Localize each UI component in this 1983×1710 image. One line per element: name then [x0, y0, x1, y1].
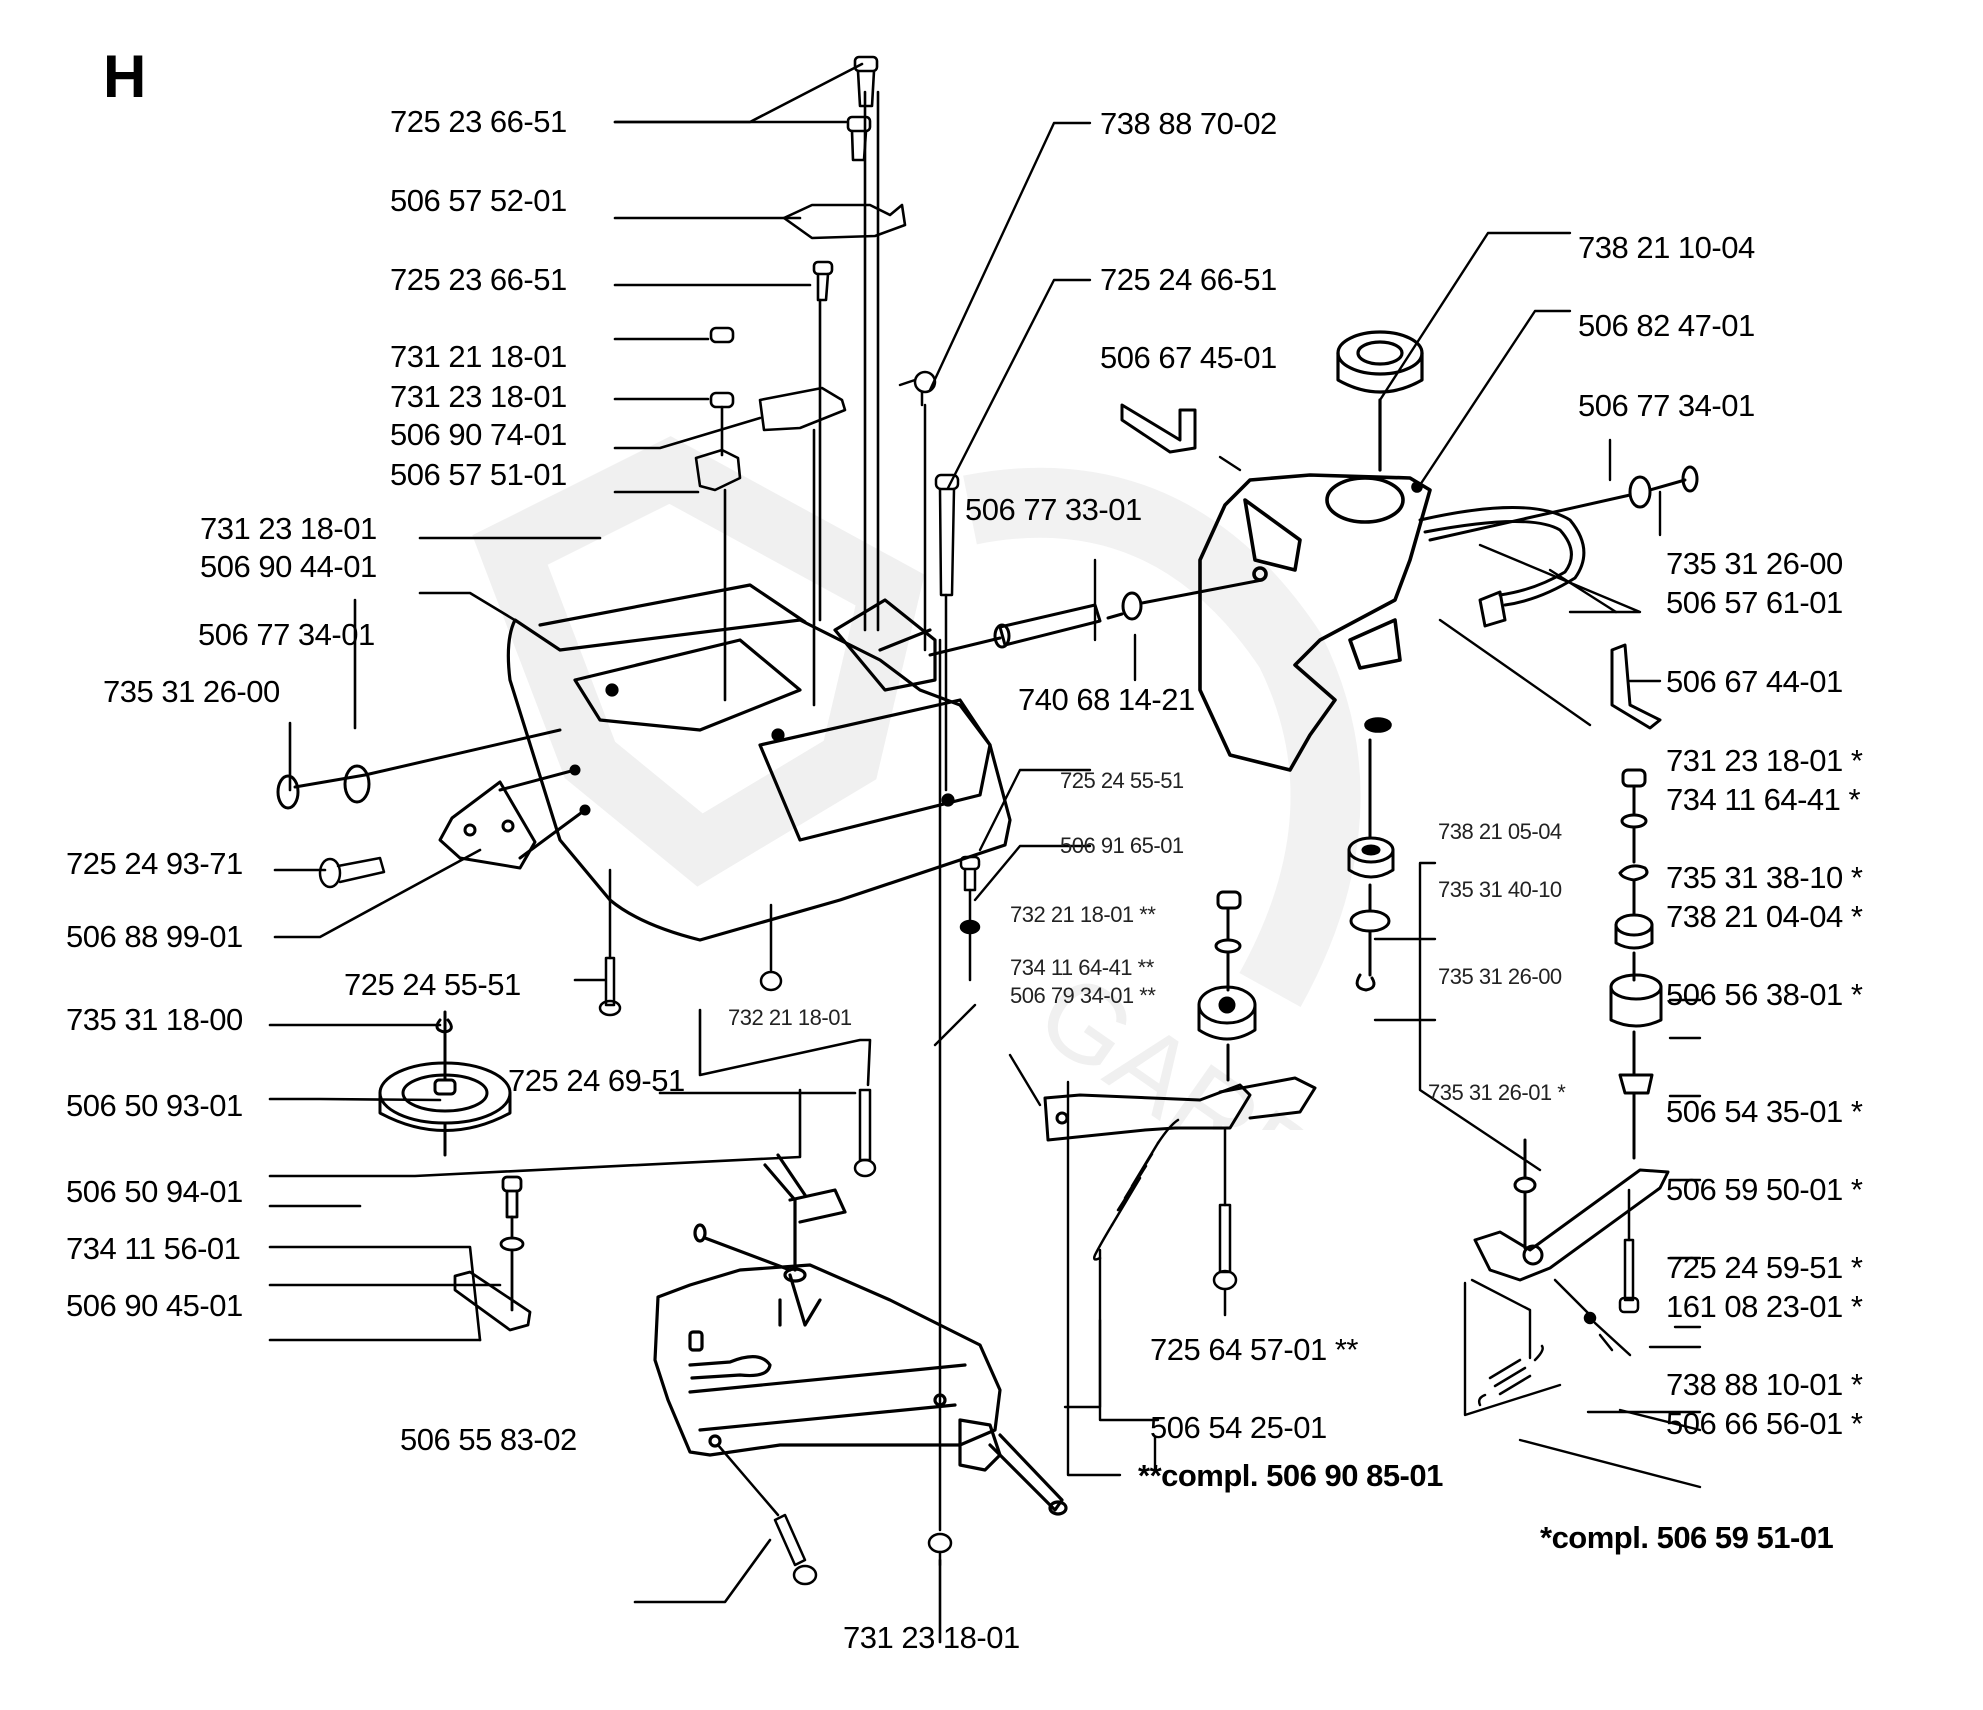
- part-label[interactable]: 725 64 57-01 **: [1150, 1332, 1358, 1367]
- small-spring-part: [1479, 1280, 1630, 1405]
- part-label[interactable]: 735 31 26-00: [1438, 964, 1562, 989]
- bearing-part: [1338, 332, 1422, 470]
- leader-lines-right: [930, 123, 1700, 1487]
- long-bolt-part: [936, 475, 958, 790]
- part-label[interactable]: 738 21 05-04: [1438, 819, 1562, 844]
- part-label[interactable]: 735 31 40-10: [1438, 877, 1562, 902]
- part-label[interactable]: 506 77 34-01: [198, 617, 375, 652]
- part-label[interactable]: 506 90 74-01: [390, 417, 567, 452]
- part-label[interactable]: 731 23 18-01: [843, 1620, 1020, 1655]
- part-label[interactable]: 506 66 56-01 *: [1666, 1406, 1863, 1441]
- part-label[interactable]: 725 24 69-51: [508, 1063, 685, 1098]
- frame-part: [508, 585, 1010, 940]
- frame-fasteners: [600, 870, 875, 1176]
- part-label[interactable]: 506 88 99-01: [66, 919, 243, 954]
- part-label[interactable]: 731 23 18-01: [390, 379, 567, 414]
- part-label[interactable]: 738 21 10-04: [1578, 230, 1755, 265]
- part-label[interactable]: 732 21 18-01 **: [1010, 902, 1156, 927]
- part-label[interactable]: 725 24 93-71: [66, 846, 243, 881]
- part-label[interactable]: 738 88 10-01 *: [1666, 1367, 1863, 1402]
- part-label[interactable]: 506 50 94-01: [66, 1174, 243, 1209]
- part-label[interactable]: 740 68 14-21: [1018, 682, 1195, 717]
- part-label[interactable]: 725 24 66-51: [1100, 262, 1277, 297]
- part-label[interactable]: 506 77 33-01: [965, 492, 1142, 527]
- gearbox-part: [655, 1155, 1066, 1514]
- part-label[interactable]: 506 77 34-01: [1578, 388, 1755, 423]
- part-label[interactable]: 738 88 70-02: [1100, 106, 1277, 141]
- lever-arm-part: [1475, 1140, 1668, 1280]
- left-bracket-parts: [455, 1177, 530, 1330]
- part-label[interactable]: 731 23 18-01: [200, 511, 377, 546]
- part-label[interactable]: 735 31 26-00: [103, 674, 280, 709]
- part-label[interactable]: 735 31 38-10 *: [1666, 860, 1863, 895]
- washer-parts: [278, 730, 560, 808]
- part-label[interactable]: 735 31 26-00: [1666, 546, 1843, 581]
- part-label[interactable]: 506 82 47-01: [1578, 308, 1755, 343]
- right-washer-parts: [1430, 467, 1697, 540]
- part-label[interactable]: 506 54 25-01: [1150, 1410, 1327, 1445]
- section-letter: H: [103, 43, 147, 110]
- housing-part: [1200, 475, 1430, 770]
- part-label[interactable]: 506 57 51-01: [390, 457, 567, 492]
- gearbox-bolt-part: [718, 1445, 816, 1584]
- part-label[interactable]: 735 31 26-01 *: [1428, 1080, 1566, 1105]
- part-label[interactable]: 506 67 45-01: [1100, 340, 1277, 375]
- lever-bolt-part: [1620, 1190, 1638, 1312]
- part-label[interactable]: 506 79 34-01 **: [1010, 983, 1156, 1008]
- part-label[interactable]: 506 90 45-01: [66, 1288, 243, 1323]
- small-bolt-part: [961, 857, 979, 980]
- bottom-nut-part: [929, 640, 951, 1565]
- clip-parts: [1122, 405, 1660, 728]
- tension-bracket-part: [1045, 1078, 1315, 1140]
- pin-part: [930, 580, 1262, 655]
- part-label[interactable]: 506 54 35-01 *: [1666, 1094, 1863, 1129]
- part-label[interactable]: 506 57 61-01: [1666, 585, 1843, 620]
- leader-lines-left: [270, 64, 940, 1642]
- part-label[interactable]: 734 11 64-41 *: [1666, 782, 1861, 817]
- part-label[interactable]: 506 67 44-01: [1666, 664, 1843, 699]
- part-label[interactable]: 506 91 65-01: [1060, 833, 1184, 858]
- kit-note-double-star: **compl. 506 90 85-01: [1138, 1458, 1443, 1493]
- part-label[interactable]: 731 21 18-01: [390, 339, 567, 374]
- part-label[interactable]: 732 21 18-01: [728, 1005, 852, 1030]
- part-label[interactable]: 734 11 64-41 **: [1010, 955, 1154, 980]
- part-label[interactable]: 734 11 56-01: [66, 1231, 241, 1266]
- screw-part: [1214, 1130, 1236, 1315]
- right-stack-parts: [1611, 770, 1661, 1158]
- side-plate-part: [440, 766, 589, 868]
- grease-nipple-part: [900, 372, 935, 650]
- part-label[interactable]: 161 08 23-01 *: [1666, 1289, 1863, 1324]
- band-part: [1420, 508, 1584, 627]
- idler-pulley-part: [1199, 892, 1255, 1080]
- center-stack-parts: [1349, 740, 1393, 990]
- part-label[interactable]: 506 59 50-01 *: [1666, 1172, 1863, 1207]
- part-label[interactable]: 725 23 66-51: [390, 104, 567, 139]
- part-label[interactable]: 725 24 59-51 *: [1666, 1250, 1863, 1285]
- drive-pulley-part: [380, 1012, 510, 1155]
- spring-part: [1094, 1120, 1178, 1259]
- bolt-part: [320, 858, 384, 887]
- part-label[interactable]: 506 56 38-01 *: [1666, 977, 1863, 1012]
- part-label[interactable]: 735 31 18-00: [66, 1002, 243, 1037]
- part-label[interactable]: 506 50 93-01: [66, 1088, 243, 1123]
- part-label[interactable]: 731 23 18-01 *: [1666, 743, 1863, 778]
- part-label[interactable]: 738 21 04-04 *: [1666, 899, 1863, 934]
- kit-note-single-star: *compl. 506 59 51-01: [1540, 1520, 1834, 1555]
- top-bolts-and-brackets: [696, 57, 905, 705]
- part-label[interactable]: 725 24 55-51: [1060, 768, 1184, 793]
- part-label[interactable]: 506 57 52-01: [390, 183, 567, 218]
- part-label[interactable]: 725 24 55-51: [344, 967, 521, 1002]
- part-label[interactable]: 725 23 66-51: [390, 262, 567, 297]
- part-label[interactable]: 506 55 83-02: [400, 1422, 577, 1457]
- part-label[interactable]: 506 90 44-01: [200, 549, 377, 584]
